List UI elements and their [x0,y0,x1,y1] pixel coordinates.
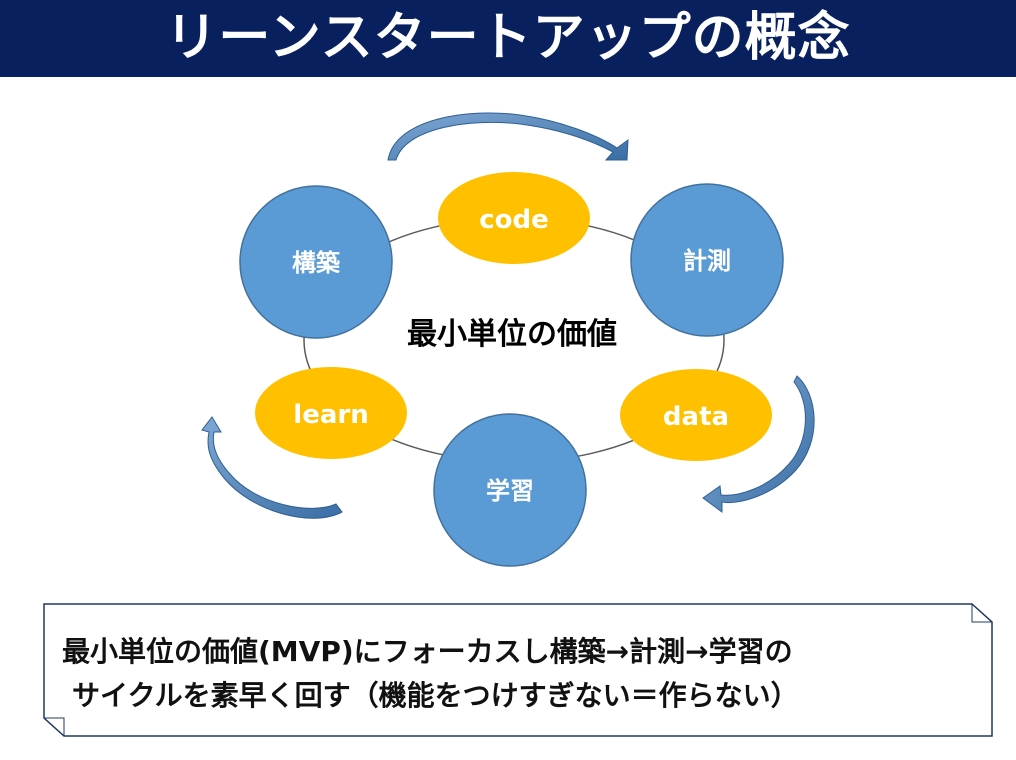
cycle-arrow-left [201,416,343,519]
title-bar [0,0,1016,77]
label-learn-en: learn [293,400,368,430]
caption-line-1: 最小単位の価値(MVP)にフォーカスし構築→計測→学習の [62,635,793,668]
caption-line-2: サイクルを素早く回す（機能をつけすぎない＝作らない） [72,679,799,712]
label-data: data [663,402,729,432]
label-build: 構築 [292,249,341,277]
slide-title: リーンスタートアップの概念 [165,8,851,68]
node-code [438,172,590,264]
label-learn-jp: 学習 [486,477,534,505]
label-code: code [479,205,549,235]
callout-fold-bottom-left [44,717,65,736]
node-learn-jp [433,413,587,567]
node-build [239,185,393,339]
cycle-arrow-right [702,375,815,513]
caption: 最小単位の価値(MVP)にフォーカスし構築→計測→学習の サイクルを素早く回す（… [62,630,982,718]
center-label: 最小単位の価値 [407,317,617,352]
node-learn-en [255,367,407,459]
label-measure: 計測 [683,247,731,275]
cycle-arrow-top [387,112,629,161]
node-data [620,369,772,461]
node-measure [630,183,784,337]
callout-fold-top-right [971,604,992,623]
